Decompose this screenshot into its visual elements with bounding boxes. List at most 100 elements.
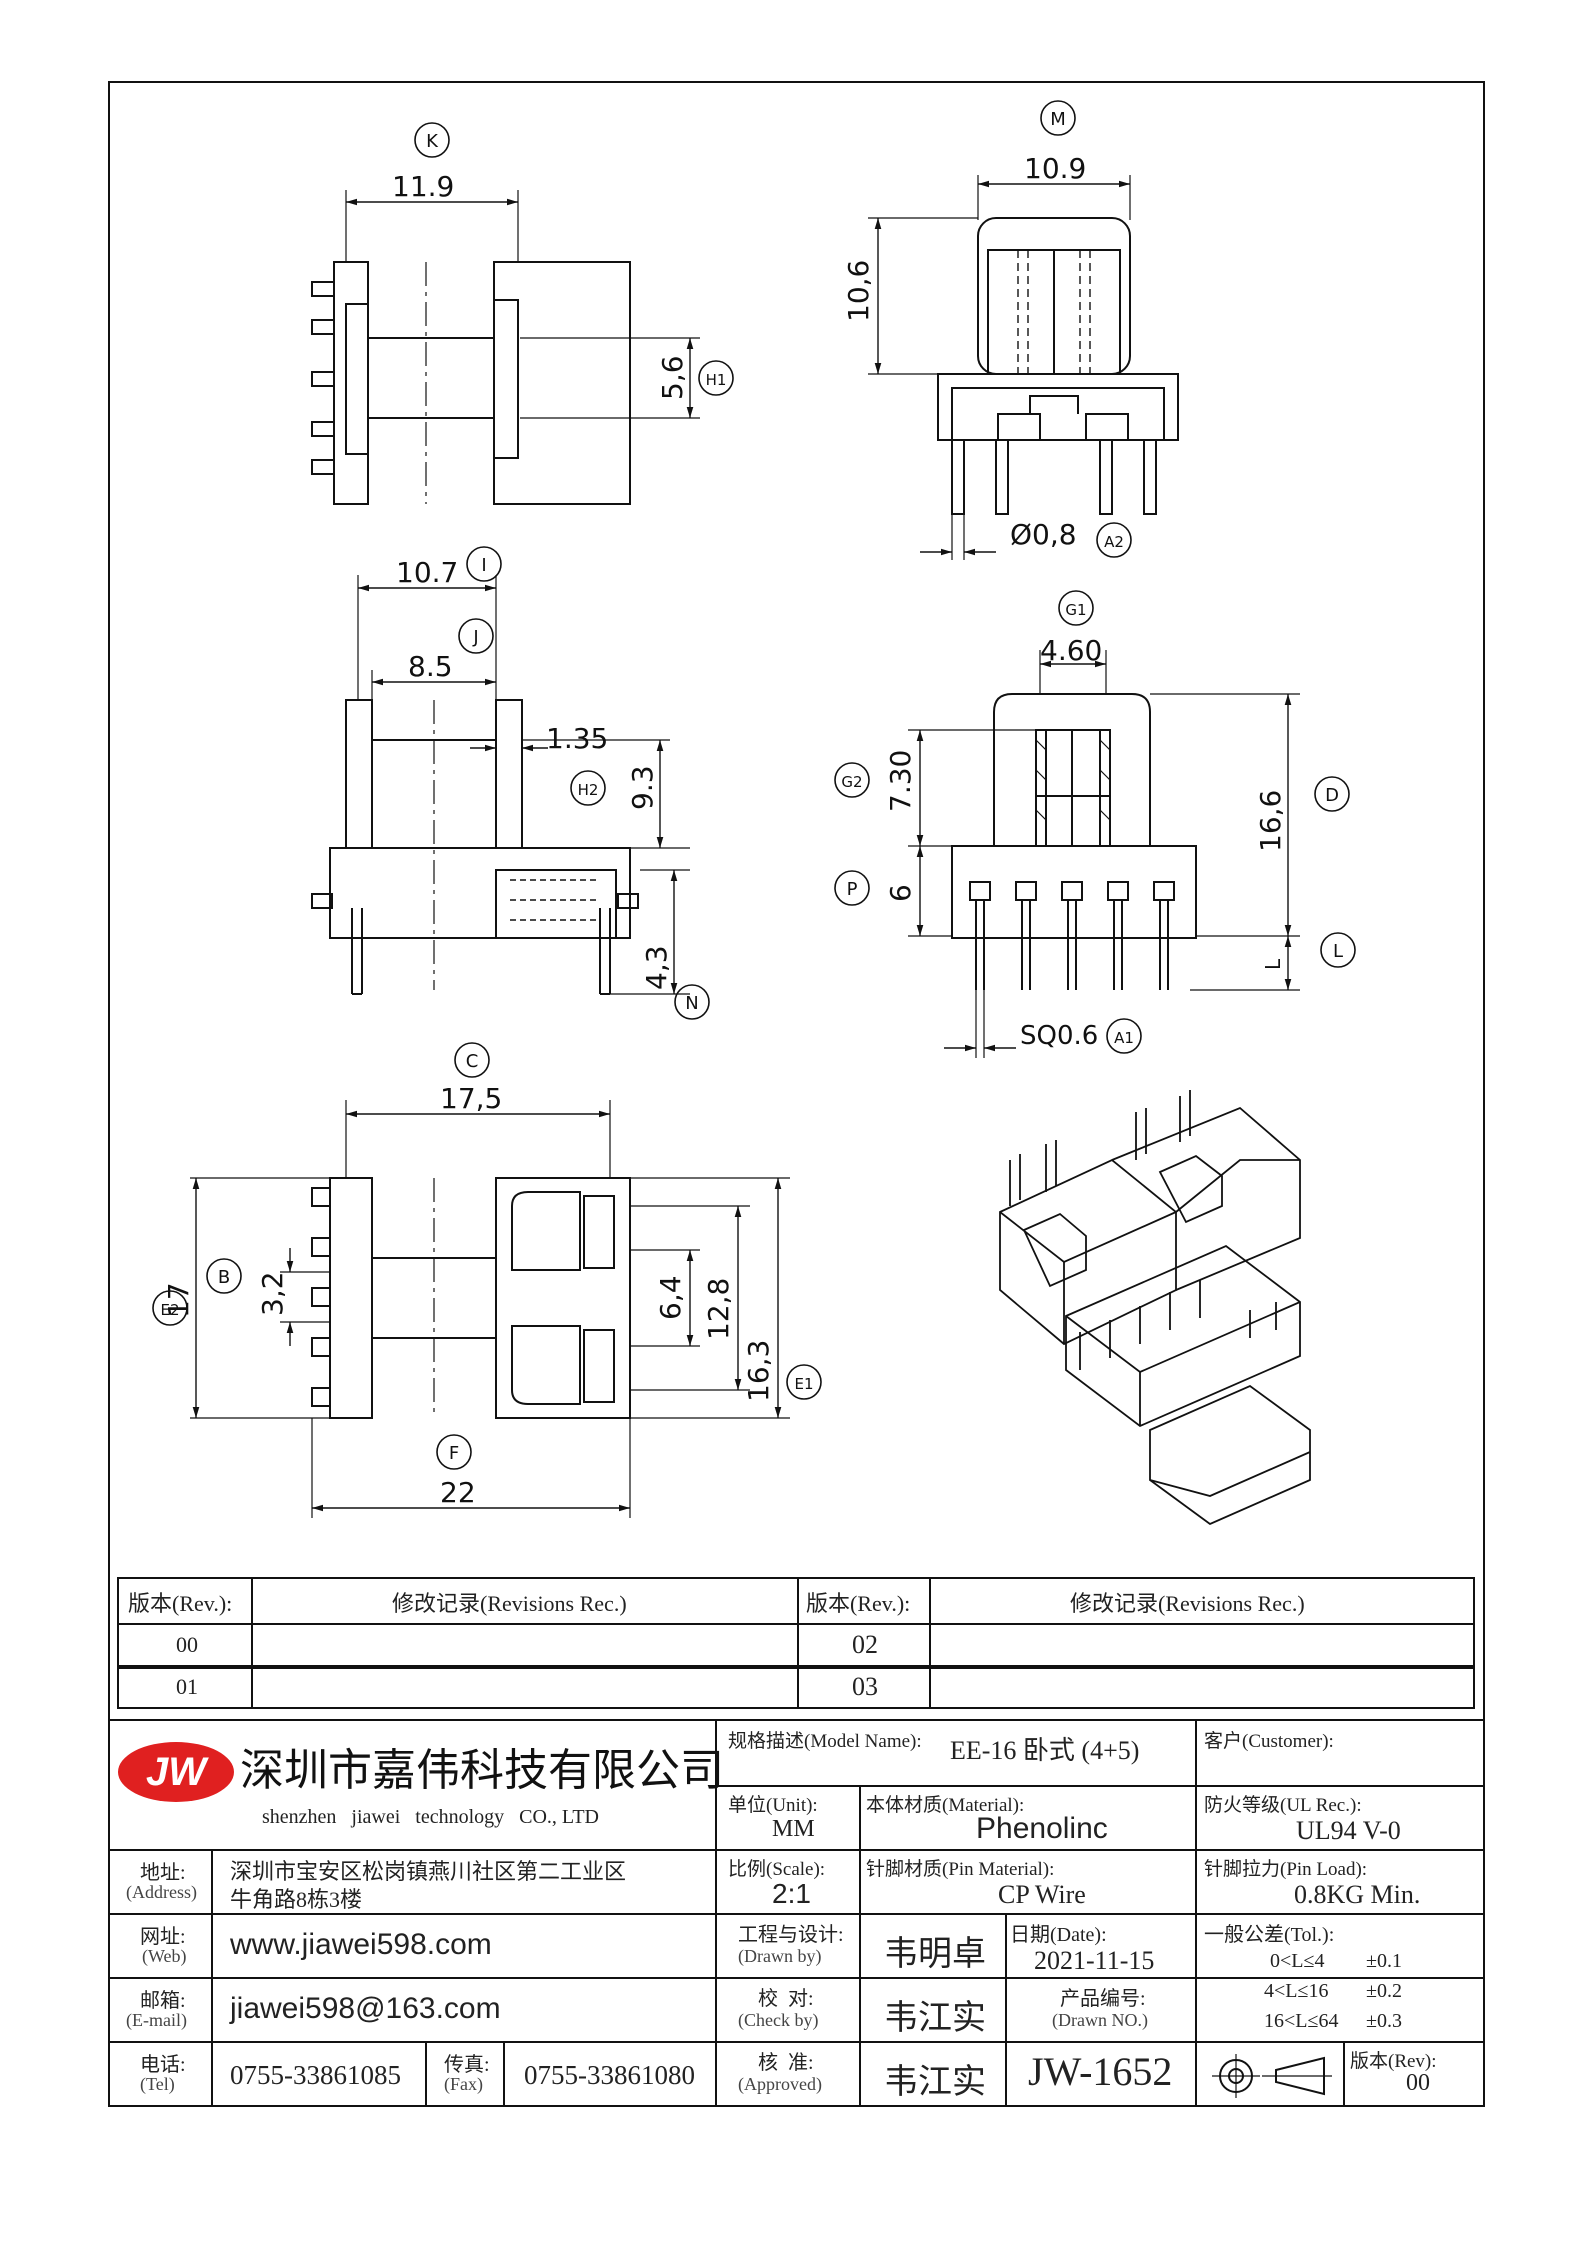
- tel-value: 0755-33861085: [230, 2060, 401, 2090]
- dimension-tags: K M H1 A2 I J H2 N G1 G2 D P L A1 C B E2…: [152, 100, 1356, 1470]
- email-label: 邮箱:: [140, 1990, 186, 2012]
- dim-i-value: 10.7: [396, 556, 458, 589]
- tol-range-0: 0<L≤4: [1270, 1950, 1325, 1972]
- customer-label: 客户(Customer):: [1204, 1731, 1334, 1752]
- pin-material-value: CP Wire: [998, 1880, 1086, 1909]
- dim-h1-value: 5,6: [656, 355, 689, 400]
- tag-p: P: [834, 870, 870, 906]
- dim-c-value: 17,5: [440, 1082, 502, 1115]
- view-k: [311, 190, 700, 505]
- tag-i: I: [466, 546, 502, 582]
- drawn-value: 韦明卓: [884, 1934, 986, 1974]
- rev-row-0-left: 00: [176, 1632, 198, 1657]
- approved-value: 韦江实: [884, 2062, 986, 2102]
- address-line1: 深圳市宝安区松岗镇燕川社区第二工业区: [230, 1859, 627, 1884]
- dim-m-value: 10.9: [1024, 152, 1086, 185]
- fax-label-en: (Fax): [444, 2074, 483, 2094]
- rev-rec-header-left: 修改记录(Revisions Rec.): [392, 1591, 627, 1616]
- dim-h2-value: 9.3: [626, 765, 659, 810]
- title-block: [109, 1719, 1484, 2106]
- rev-value: 00: [1406, 2070, 1430, 2096]
- tag-h2: H2: [570, 770, 606, 806]
- web-label: 网址:: [140, 1926, 186, 1948]
- dim-b-value: 3,2: [256, 1271, 289, 1316]
- svg-text:A2: A2: [1104, 533, 1124, 551]
- rev-row-0-right: 02: [852, 1630, 878, 1659]
- rev-header-right: 版本(Rev.):: [806, 1591, 911, 1616]
- model-value: EE-16 卧式 (4+5): [950, 1736, 1140, 1765]
- material-value: Phenolinc: [976, 1812, 1108, 1845]
- dim-135-value: 1.35: [546, 722, 608, 755]
- svg-text:E1: E1: [794, 1375, 813, 1393]
- tag-n: N: [674, 984, 710, 1020]
- dim-g1-value: 4.60: [1040, 634, 1102, 667]
- dim-a2-value: Ø0,8: [1010, 518, 1077, 551]
- ul-value: UL94 V-0: [1296, 1816, 1401, 1845]
- approved-label: 核 准:: [758, 2052, 814, 2074]
- tag-a1: A1: [1106, 1018, 1142, 1054]
- fax-value: 0755-33861080: [524, 2060, 695, 2090]
- view-gd: [908, 650, 1300, 1058]
- svg-text:G1: G1: [1065, 601, 1086, 619]
- tol-label: 一般公差(Tol.):: [1204, 1924, 1335, 1946]
- material-label: 本体材质(Material):: [866, 1795, 1025, 1816]
- isometric-view: [999, 1090, 1311, 1526]
- svg-text:A1: A1: [1114, 1029, 1134, 1047]
- svg-text:G2: G2: [841, 773, 862, 791]
- unit-label: 单位(Unit):: [728, 1795, 818, 1816]
- address-label-en: (Address): [126, 1882, 197, 1902]
- tel-label: 电话:: [140, 2054, 186, 2076]
- tag-h1: H1: [698, 360, 734, 396]
- date-value: 2021-11-15: [1034, 1946, 1155, 1975]
- dimension-texts: 11.9 10.9 5,6 10,6 Ø0,8 10.7 8.5 1.35 9.…: [162, 152, 1287, 1509]
- dim-d-value: 16,6: [1254, 790, 1287, 852]
- tol-range-2: 16<L≤64: [1264, 2010, 1339, 2032]
- model-label: 规格描述(Model Name):: [728, 1731, 922, 1752]
- tag-d: D: [1314, 776, 1350, 812]
- rev-rec-header-right: 修改记录(Revisions Rec.): [1070, 1591, 1305, 1616]
- svg-text:J: J: [472, 627, 478, 648]
- company-logo: JW: [118, 1742, 234, 1802]
- date-label: 日期(Date):: [1010, 1924, 1107, 1946]
- dim-f-value: 22: [440, 1476, 476, 1509]
- tag-b: B: [206, 1258, 242, 1294]
- web-link[interactable]: www.jiawei598.com: [230, 1928, 492, 1961]
- dim-p-value: 6: [884, 884, 917, 902]
- svg-text:D: D: [1325, 785, 1339, 806]
- scale-label: 比例(Scale):: [728, 1859, 826, 1880]
- tag-e1: E1: [786, 1364, 822, 1400]
- svg-text:C: C: [466, 1051, 479, 1072]
- tag-e2: E2: [152, 1290, 188, 1326]
- dim-128-value: 12,8: [702, 1278, 735, 1340]
- address-line2: 牛角路8栋3楼: [230, 1887, 363, 1912]
- svg-text:P: P: [847, 879, 858, 900]
- tag-j: J: [458, 618, 494, 654]
- drawn-no-value: JW-1652: [1028, 2049, 1173, 2094]
- revision-table: [117, 1577, 1475, 1709]
- approved-label-en: (Approved): [738, 2074, 822, 2094]
- tag-k: K: [414, 122, 450, 158]
- dim-n-value: 4,3: [640, 945, 673, 990]
- tag-g1: G1: [1058, 590, 1094, 626]
- dim-l-value: L: [1261, 958, 1285, 970]
- tol-val-0: ±0.1: [1366, 1950, 1402, 1972]
- drawn-label-en: (Drawn by): [738, 1946, 822, 1966]
- views: [190, 175, 1311, 1526]
- tag-a2: A2: [1096, 522, 1132, 558]
- email-link[interactable]: jiawei598@163.com: [230, 1992, 501, 2025]
- address-label: 地址:: [140, 1862, 186, 1884]
- company-logo-text: JW: [146, 1749, 206, 1794]
- pin-load-value: 0.8KG Min.: [1294, 1880, 1421, 1909]
- projection-symbol: [1212, 2054, 1332, 2098]
- dim-e1-value: 16,3: [742, 1340, 775, 1402]
- svg-text:B: B: [218, 1267, 230, 1288]
- dim-106-value: 10,6: [842, 260, 875, 322]
- email-label-en: (E-mail): [126, 2010, 187, 2030]
- rev-row-1-left: 01: [176, 1674, 198, 1699]
- tel-label-en: (Tel): [140, 2074, 175, 2094]
- svg-text:H2: H2: [578, 781, 599, 799]
- dim-k-value: 11.9: [392, 170, 454, 203]
- rev-header-left: 版本(Rev.):: [128, 1591, 233, 1616]
- unit-value: MM: [772, 1816, 815, 1842]
- drawn-label: 工程与设计:: [738, 1924, 844, 1946]
